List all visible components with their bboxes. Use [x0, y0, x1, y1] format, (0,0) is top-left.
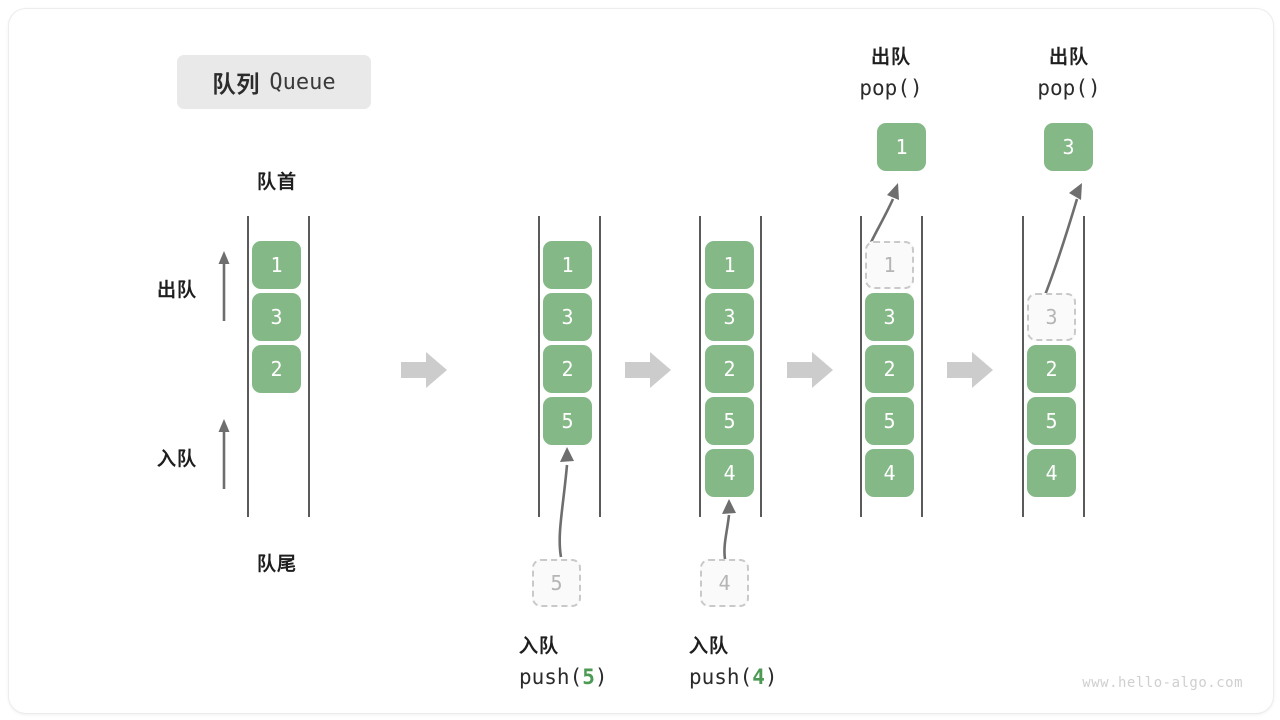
panel-3-code-prefix: push(: [689, 665, 753, 689]
separator-arrow-1: [401, 352, 447, 388]
panel-1-item-2: 2: [252, 345, 301, 393]
separator-arrow-2: [625, 352, 671, 388]
panel-4-item-1: 3: [865, 293, 914, 341]
diagram-card: 队列 Queue 队首 队尾 出队 入队 1 3 2 1 3 2 5 5 入队 …: [8, 8, 1274, 714]
panel-5-rail-left: [1022, 216, 1024, 517]
panel-3-push-arrow-icon: [722, 499, 736, 560]
panel-5-pop-arrow-icon: [1039, 183, 1082, 306]
panel-3-caption-cn: 入队: [689, 636, 730, 657]
panel-3-caption-code: push(4): [689, 665, 778, 689]
panel-2-rail-right: [599, 216, 601, 517]
panel-5-item-1: 3: [1027, 293, 1076, 341]
panel-3-code-suffix: ): [764, 665, 778, 689]
panel-2-incoming-item: 5: [532, 559, 581, 607]
panel-2-code-value: 5: [582, 665, 595, 689]
panel-4-rail-left: [860, 216, 862, 517]
panel-2-code-prefix: push(: [519, 665, 583, 689]
panel-4-item-3: 5: [865, 397, 914, 445]
panel-3-item-1: 3: [705, 293, 754, 341]
label-enqueue: 入队: [157, 449, 198, 470]
panel-1-rail-left: [247, 216, 249, 517]
panel-5-caption-cn: 出队: [1048, 47, 1089, 68]
panel-2-item-0: 1: [543, 241, 592, 289]
separator-arrow-4: [947, 352, 993, 388]
panel-5-caption-code: pop(): [1037, 76, 1101, 100]
panel-2-push-arrow-icon: [558, 447, 574, 558]
panel-4-item-0: 1: [865, 241, 914, 289]
panel-3-item-2: 2: [705, 345, 754, 393]
title-english: Queue: [269, 69, 336, 95]
panel-3-rail-right: [760, 216, 762, 517]
panel-3-incoming-item: 4: [700, 559, 749, 607]
panel-5-item-4: 4: [1027, 449, 1076, 497]
panel-4-caption-cn: 出队: [870, 47, 911, 68]
panel-5-item-3: 5: [1027, 397, 1076, 445]
separator-arrow-3: [787, 352, 833, 388]
panel-4-item-2: 2: [865, 345, 914, 393]
panel-1-item-1: 3: [252, 293, 301, 341]
watermark-url: www.hello-algo.com: [1082, 675, 1243, 691]
panel-1-item-0: 1: [252, 241, 301, 289]
panel-2-rail-left: [538, 216, 540, 517]
panel-2-caption-cn: 入队: [519, 636, 560, 657]
panel-4-popped-item: 1: [877, 123, 926, 171]
panel-3-rail-left: [699, 216, 701, 517]
panel-3-item-0: 1: [705, 241, 754, 289]
label-queue-head: 队首: [256, 172, 297, 193]
panel-3-item-3: 5: [705, 397, 754, 445]
panel-2-item-3: 5: [543, 397, 592, 445]
title-chinese: 队列: [212, 71, 261, 97]
panel-4-caption-code: pop(): [859, 76, 923, 100]
panel-4-rail-right: [921, 216, 923, 517]
panel-3-code-value: 4: [752, 665, 765, 689]
panel-2-caption-code: push(5): [519, 665, 608, 689]
panel-5-rail-right: [1083, 216, 1085, 517]
panel-1-rail-right: [308, 216, 310, 517]
diagram-title-badge: 队列 Queue: [177, 55, 371, 109]
label-dequeue: 出队: [157, 280, 198, 301]
panel-4-item-4: 4: [865, 449, 914, 497]
dequeue-arrow-icon: [218, 251, 230, 321]
label-queue-tail: 队尾: [256, 554, 297, 575]
panel-2-item-1: 3: [543, 293, 592, 341]
panel-3-item-4: 4: [705, 449, 754, 497]
panel-5-item-2: 2: [1027, 345, 1076, 393]
enqueue-arrow-icon: [218, 419, 230, 489]
panel-5-popped-item: 3: [1044, 123, 1093, 171]
panel-2-item-2: 2: [543, 345, 592, 393]
panel-2-code-suffix: ): [594, 665, 608, 689]
